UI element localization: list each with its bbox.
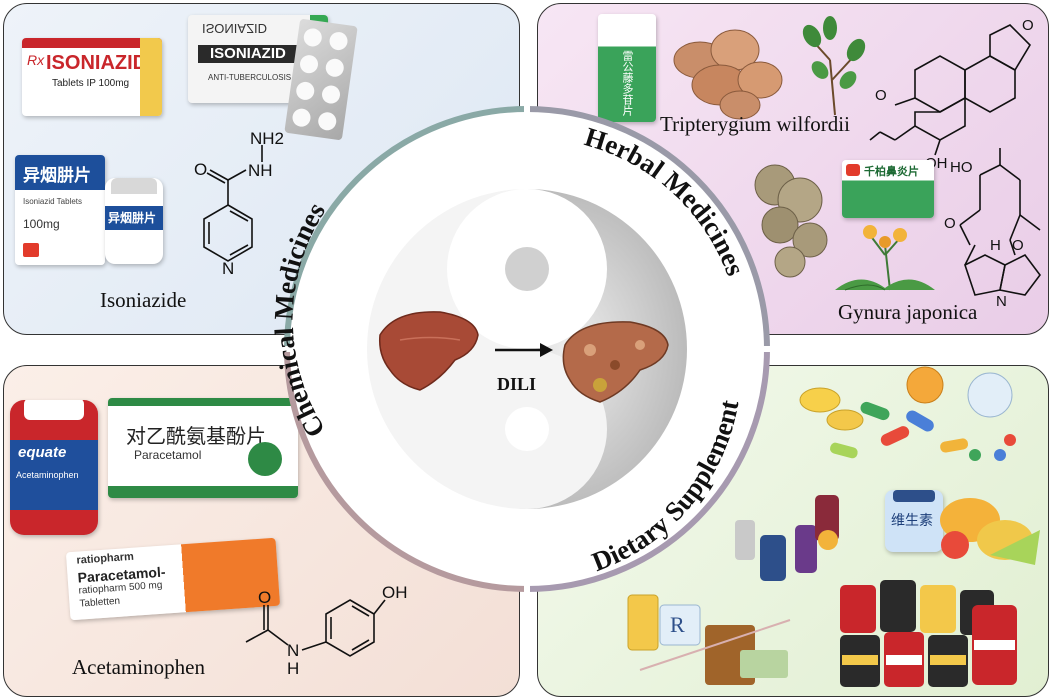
triptolide-atom-o1: O xyxy=(1022,17,1034,34)
acetaminophen-atom-h: H xyxy=(287,659,299,678)
paracetamol-box-1-title: 对乙酰氨基酚片 xyxy=(126,426,266,448)
equate-brand: equate xyxy=(18,444,67,461)
isoniazid-pack-1-rx: Rx xyxy=(27,52,45,68)
equate-bottle: equate Acetaminophen xyxy=(10,400,98,535)
tripterygium-caption: Tripterygium wilfordii xyxy=(660,112,850,136)
isoniazid-pack-1-sub: Tablets IP 100mg xyxy=(52,78,130,89)
acetaminophen-atom-n: N xyxy=(287,641,299,660)
senecionine-atom-ho: HO xyxy=(950,159,973,176)
sector-label-dietary: Dietary Supplement xyxy=(588,398,745,577)
gynura-box: 千柏鼻炎片 xyxy=(842,160,934,218)
isoniazid-atom-nh2: NH2 xyxy=(250,129,284,148)
tripterygium-box: 雷公藤多苷片 xyxy=(598,14,656,122)
equate-label: Acetaminophen xyxy=(16,470,79,480)
sector-label-herbal: Herbal Medicines xyxy=(581,121,750,279)
isoniazid-bottle: 异烟肼片 xyxy=(105,178,163,264)
acetaminophen-atom-oh: OH xyxy=(382,583,408,602)
isoniazid-pack-2-sub: ANTI-TUBERCULOSIS xyxy=(208,73,292,82)
sector-label-chemical: Chemical Medicines xyxy=(268,197,331,443)
gynura-caption: Gynura japonica xyxy=(838,300,978,324)
paracetamol-box-1-sub: Paracetamol xyxy=(134,448,202,462)
isoniazid-bottle-title: 异烟肼片 xyxy=(108,211,157,225)
senecionine-atom-h: H xyxy=(990,237,1001,254)
isoniazid-pack-1-brand: ISONIAZID xyxy=(46,52,148,74)
vitamin-jar-label: 维生素 xyxy=(891,512,933,528)
isoniazid-pack-3-title: 异烟肼片 xyxy=(23,166,91,185)
gynura-box-text: 千柏鼻炎片 xyxy=(864,166,919,178)
senecionine-atom-o2: O xyxy=(1012,237,1024,254)
isoniazid-pack-3-dose: 100mg xyxy=(23,217,60,231)
isoniazid-pack-1: Rx ISONIAZID Tablets IP 100mg xyxy=(22,38,162,116)
isoniazid-pack-3: 异烟肼片 Isoniazid Tablets 100mg xyxy=(15,155,105,265)
isoniazid-pack-2-brand: ISONIAZID xyxy=(210,45,286,62)
isoniazid-pack-3-sub: Isoniazid Tablets xyxy=(23,197,82,206)
paracetamol-box-1: 对乙酰氨基酚片 Paracetamol xyxy=(108,398,298,498)
tripterygium-box-text: 雷公藤多苷片 xyxy=(621,50,633,116)
isoniazide-caption: Isoniazide xyxy=(100,288,187,312)
isoniazid-atom-nh: NH xyxy=(248,161,273,180)
senecionine-atom-o1: O xyxy=(944,215,956,232)
rx-mark: R xyxy=(670,612,685,637)
acetaminophen-atom-o: O xyxy=(258,588,271,607)
senecionine-atom-n: N xyxy=(996,293,1007,310)
vitamin-jar: 维生素 xyxy=(885,490,943,552)
isoniazid-atom-n: N xyxy=(222,259,234,278)
dili-label: DILI xyxy=(497,374,537,394)
acetaminophen-caption: Acetaminophen xyxy=(72,655,205,679)
isoniazid-atom-o: O xyxy=(194,160,207,179)
triptolide-atom-o2: O xyxy=(875,87,887,104)
